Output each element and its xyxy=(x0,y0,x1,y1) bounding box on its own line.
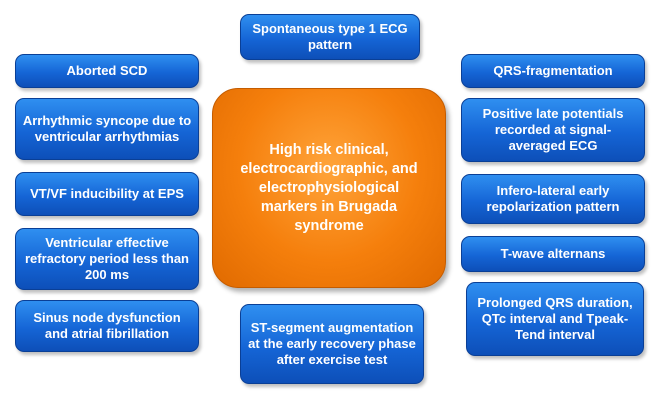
marker-box-sinus-node-af: Sinus node dysfunction and atrial fibril… xyxy=(15,300,199,352)
marker-label: ST-segment augmentation at the early rec… xyxy=(248,320,416,367)
central-concept-label: High risk clinical, electrocardiographic… xyxy=(240,141,418,234)
marker-box-st-augmentation: ST-segment augmentation at the early rec… xyxy=(240,304,424,384)
marker-label: Aborted SCD xyxy=(66,63,148,78)
marker-box-arrhythmic-syncope: Arrhythmic syncope due to ventricular ar… xyxy=(15,98,199,160)
marker-box-spontaneous-type1: Spontaneous type 1 ECG pattern xyxy=(240,14,420,60)
marker-box-late-potentials: Positive late potentials recorded at sig… xyxy=(461,98,645,162)
marker-box-vtvf-inducibility: VT/VF inducibility at EPS xyxy=(15,172,199,216)
marker-box-prolonged-intervals: Prolonged QRS duration, QTc interval and… xyxy=(466,282,644,356)
marker-label: Arrhythmic syncope due to ventricular ar… xyxy=(22,113,192,144)
marker-box-aborted-scd: Aborted SCD xyxy=(15,54,199,88)
marker-box-verp: Ventricular effective refractory period … xyxy=(15,228,199,290)
marker-label: QRS-fragmentation xyxy=(493,63,613,78)
marker-box-t-wave-alternans: T-wave alternans xyxy=(461,236,645,272)
central-concept-box: High risk clinical, electrocardiographic… xyxy=(212,88,446,288)
marker-label: Ventricular effective refractory period … xyxy=(25,235,189,282)
marker-label: T-wave alternans xyxy=(500,246,606,261)
marker-label: Positive late potentials recorded at sig… xyxy=(482,106,624,153)
marker-label: Spontaneous type 1 ECG pattern xyxy=(252,21,408,52)
marker-label: Prolonged QRS duration, QTc interval and… xyxy=(477,295,633,342)
marker-label: Sinus node dysfunction and atrial fibril… xyxy=(33,310,181,341)
marker-box-early-repolarization: Infero-lateral early repolarization patt… xyxy=(461,174,645,224)
marker-label: Infero-lateral early repolarization patt… xyxy=(486,183,620,214)
marker-box-qrs-fragmentation: QRS-fragmentation xyxy=(461,54,645,88)
marker-label: VT/VF inducibility at EPS xyxy=(30,186,184,201)
